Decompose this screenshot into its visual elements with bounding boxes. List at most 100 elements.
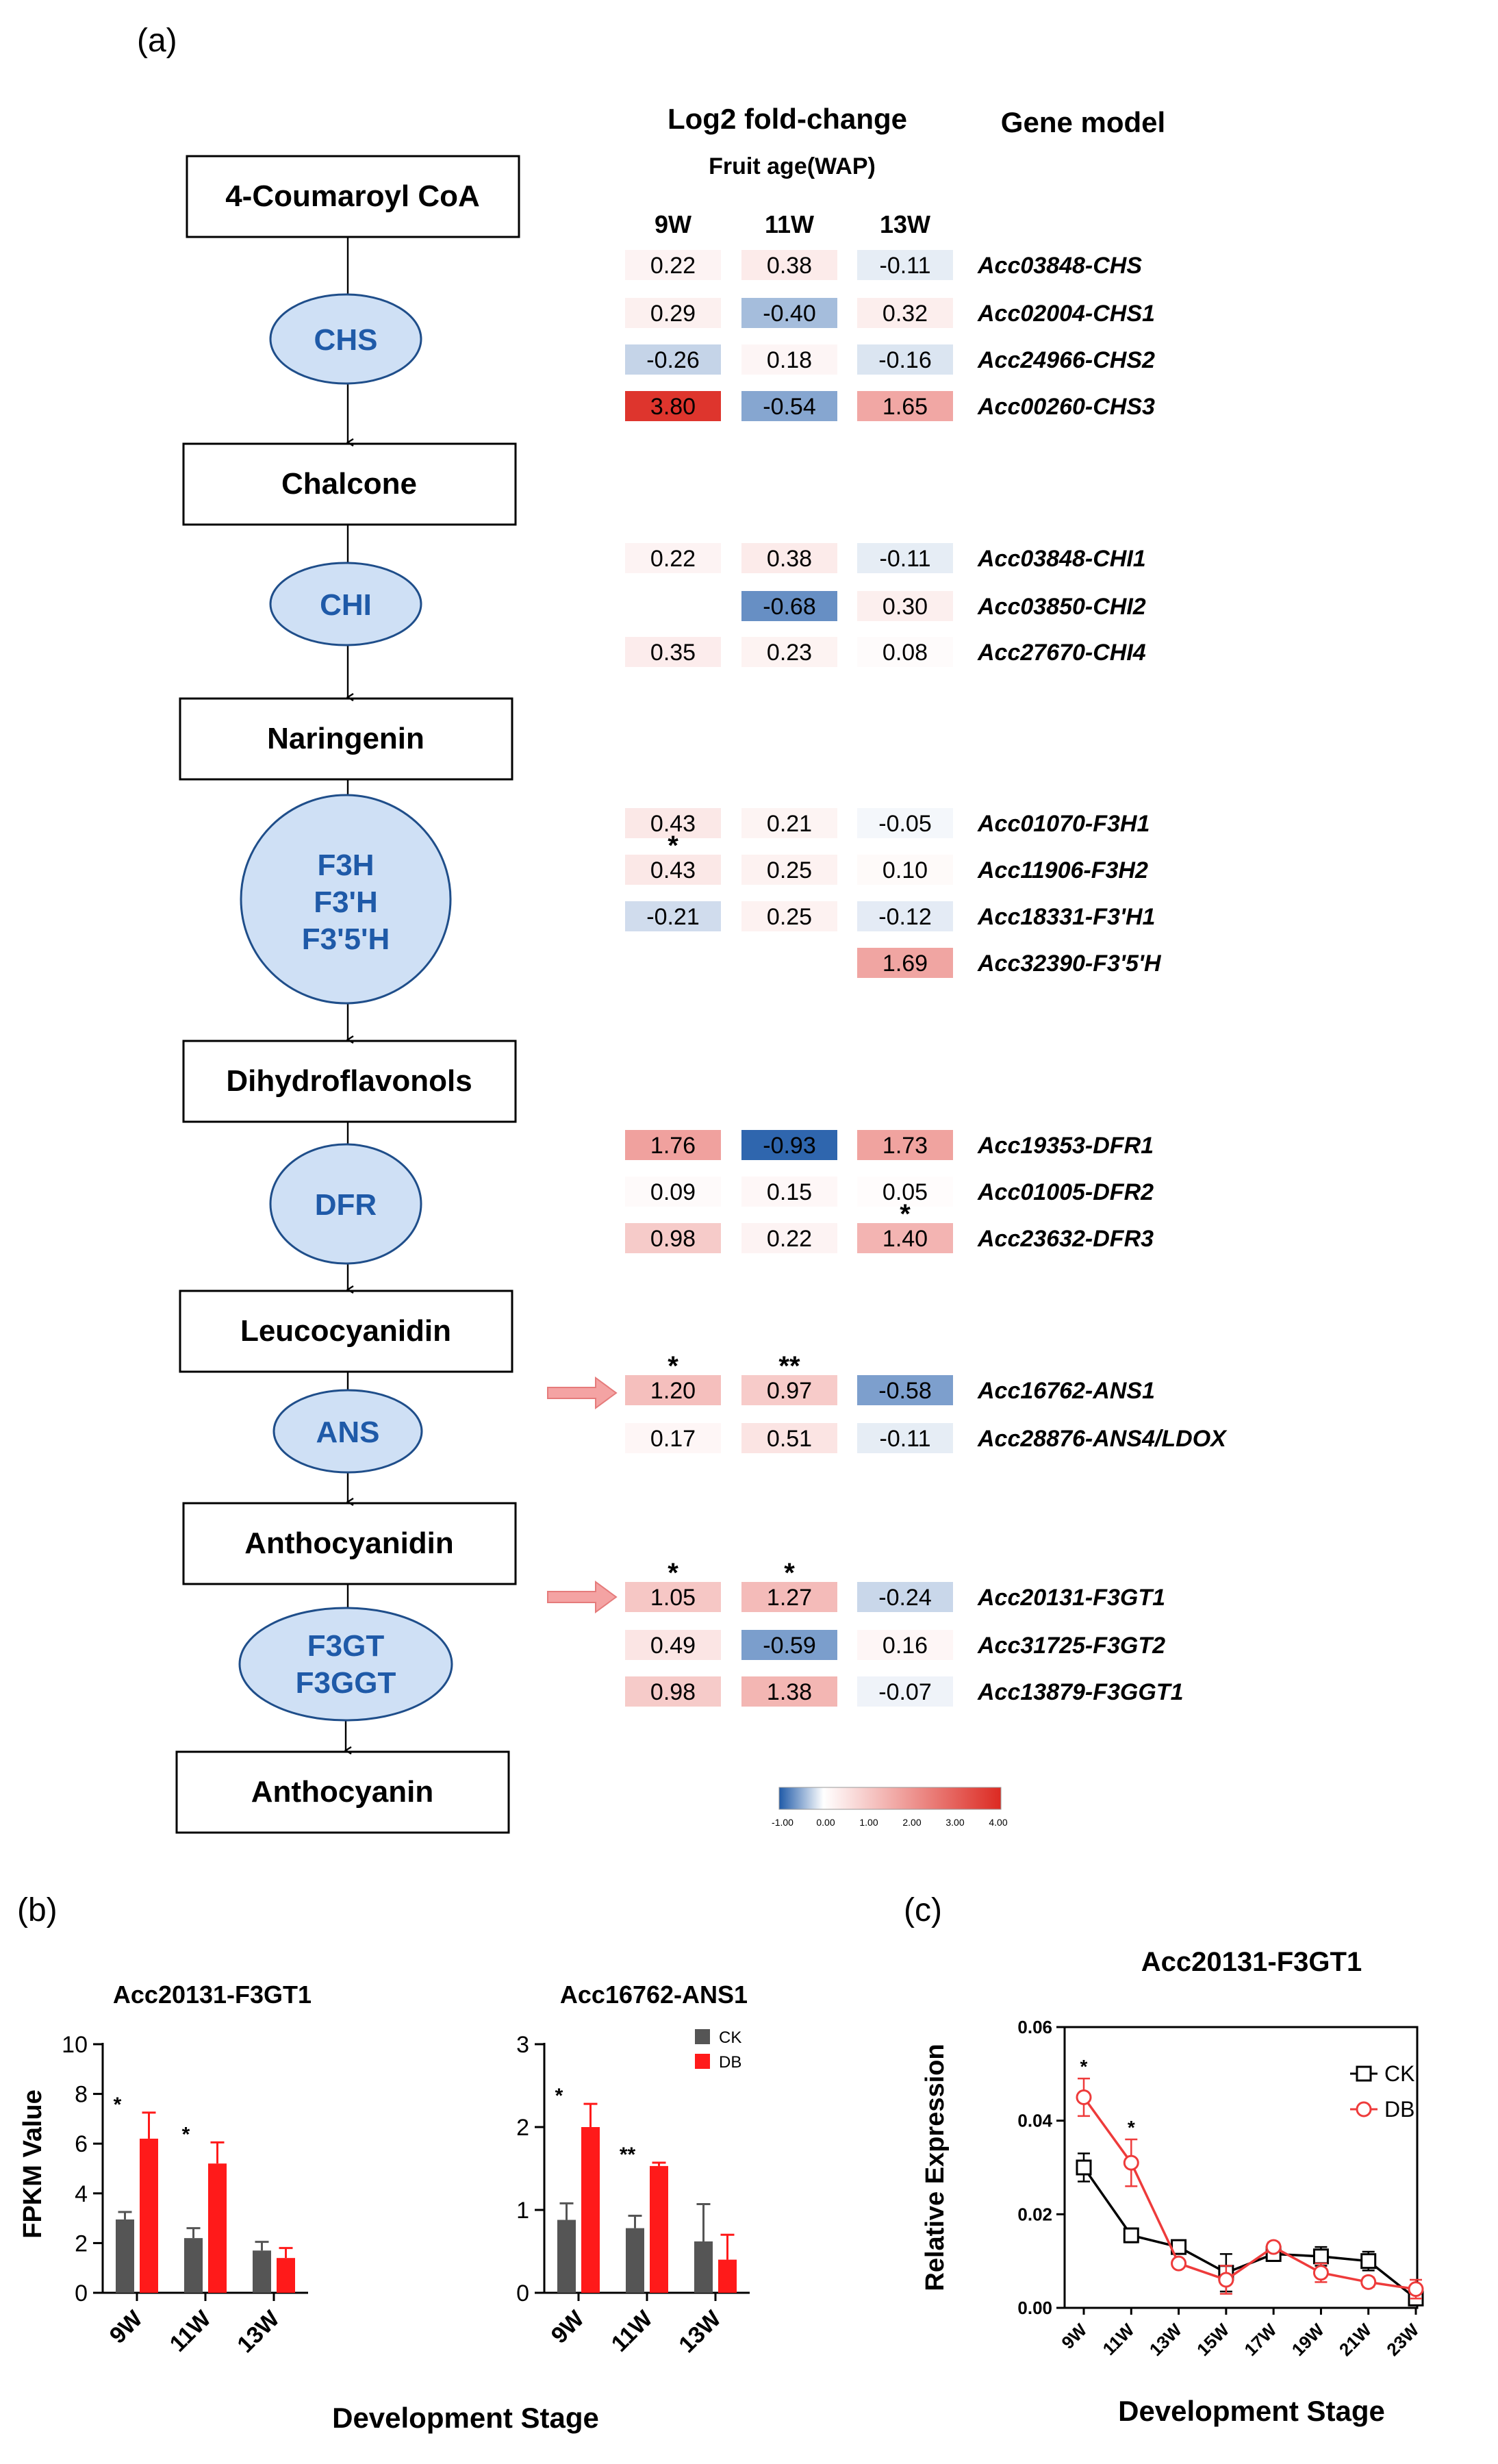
y-tick-label: 3 [516, 2032, 529, 2058]
significance-star: * [668, 1351, 678, 1381]
gene-label: Acc20131-F3GT1 [977, 1585, 1165, 1611]
enzyme-label: ANS [316, 1416, 380, 1449]
significance-star: * [668, 831, 678, 861]
y-tick-label: 4 [75, 2181, 88, 2207]
heatmap-value: -0.93 [763, 1133, 816, 1159]
heatmap-cell [741, 543, 837, 573]
heatmap-cell [857, 344, 953, 375]
gene-label: Acc24966-CHS2 [977, 347, 1155, 373]
y-tick-label: 0.02 [1017, 2204, 1052, 2224]
heatmap-cell [857, 637, 953, 667]
metabolite-label: Chalcone [281, 467, 417, 501]
enzyme-label: CHS [314, 323, 378, 357]
gene-label: Acc03850-CHI2 [977, 594, 1146, 620]
heatmap-value: 0.18 [767, 347, 812, 373]
column-header-9w: 9W [655, 210, 691, 238]
bar [557, 2220, 576, 2293]
heatmap-value: 0.21 [767, 811, 812, 837]
bar [140, 2138, 158, 2293]
y-tick-label: 6 [75, 2131, 88, 2157]
heatmap-cell [857, 250, 953, 280]
y-tick-label: 2 [516, 2115, 529, 2141]
heatmap-value: -0.40 [763, 301, 816, 327]
bar [116, 2219, 134, 2293]
enzyme-ellipse [269, 1143, 422, 1265]
heatmap-value: 1.38 [767, 1679, 812, 1705]
enzyme-ellipse [269, 562, 422, 646]
heatmap-value: 0.15 [767, 1179, 812, 1205]
heatmap-cell [741, 1223, 837, 1253]
data-point [1218, 2272, 1234, 2288]
heatmap-value: 0.22 [650, 546, 696, 572]
data-point [1360, 2253, 1377, 2270]
colorbar-tick: -1.00 [772, 1817, 794, 1828]
heatmap-cell [625, 1676, 721, 1707]
heatmap-cell [741, 298, 837, 328]
legend-label: DB [1384, 2097, 1414, 2122]
enzyme-label: CHI [320, 588, 372, 622]
heatmap-value: -0.58 [878, 1378, 932, 1404]
gene-label: Acc01070-F3H1 [977, 811, 1150, 837]
highlight-arrow [547, 1581, 618, 1613]
metabolite-box [179, 1290, 513, 1373]
heatmap-value: 0.23 [767, 640, 812, 666]
colorbar-tick: 2.00 [902, 1817, 921, 1828]
heatmap-value: 3.80 [650, 394, 696, 420]
significance-star: * [668, 1558, 678, 1588]
heatmap-value: 0.49 [650, 1633, 696, 1659]
heatmap-cell [857, 543, 953, 573]
y-tick-label: 1 [516, 2198, 529, 2224]
heatmap-cell [625, 1177, 721, 1207]
heatmap-value: 0.25 [767, 904, 812, 930]
heatmap-cell [741, 591, 837, 621]
significance-star: * [900, 1199, 911, 1229]
gene-label: Acc00260-CHS3 [977, 394, 1155, 420]
heatmap-value: 0.09 [650, 1179, 696, 1205]
significance-star: ** [778, 1351, 800, 1381]
heatmap-cell [625, 298, 721, 328]
heatmap-cell [625, 1375, 721, 1405]
y-tick-label: 0.00 [1017, 2298, 1052, 2318]
heatmap-cell [857, 1223, 953, 1253]
significance-star: * [784, 1558, 795, 1588]
heatmap-value: 0.43 [650, 857, 696, 883]
enzyme-label: F3'H [314, 885, 378, 919]
column-header-13w: 13W [880, 210, 930, 238]
panel-label-a: (a) [137, 23, 177, 59]
heatmap-value: 1.40 [883, 1226, 928, 1252]
x-tick-label: 19W [1288, 2320, 1328, 2360]
gene-label: Acc03848-CHS [977, 253, 1142, 279]
enzyme-label: DFR [315, 1188, 377, 1222]
enzyme-label: F3'5'H [302, 922, 390, 956]
bar [718, 2259, 737, 2293]
legend-swatch [695, 2054, 710, 2069]
data-point [1312, 2248, 1329, 2265]
y-axis-label: FPKM Value [18, 2089, 47, 2239]
metabolite-box [186, 155, 520, 238]
x-axis-label: Development Stage [1118, 2395, 1385, 2427]
heatmap-cell [857, 855, 953, 885]
heatmap-cell [741, 637, 837, 667]
data-point [1123, 2227, 1139, 2243]
enzyme-label: F3H [317, 848, 374, 882]
heatmap-cell [741, 1630, 837, 1660]
heatmap-cell [625, 391, 721, 421]
enzyme-label: F3GGT [296, 1666, 396, 1700]
heatmap-cell [857, 1676, 953, 1707]
heatmap-subheader: Fruit age(WAP) [709, 153, 876, 179]
enzyme-ellipse [269, 293, 422, 385]
legend-swatch [695, 2029, 710, 2044]
legend-marker [1356, 2065, 1372, 2082]
heatmap-cell [741, 1423, 837, 1453]
colorbar-tick: 3.00 [945, 1817, 964, 1828]
highlight-arrow [547, 1376, 618, 1409]
y-tick-label: 0 [75, 2280, 88, 2306]
data-point [1076, 2089, 1092, 2105]
x-tick-label: 23W [1382, 2320, 1423, 2360]
heatmap-value: 0.51 [767, 1426, 812, 1452]
heatmap-cell [741, 1676, 837, 1707]
significance-star: ** [620, 2144, 636, 2166]
